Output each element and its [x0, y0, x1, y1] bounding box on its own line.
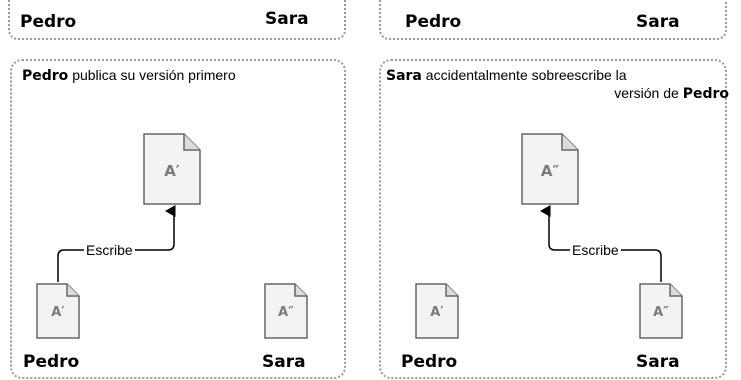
left-bottom-right-document-icon: A″: [263, 282, 309, 340]
left-top-strip-frame: [8, 0, 346, 40]
left-bottom-left-document-icon: A′: [35, 282, 81, 340]
left-center-document-icon: A′: [142, 132, 202, 206]
right-caption-line2: versión de Pedro: [614, 86, 729, 101]
left-panel-frame: [10, 59, 346, 379]
right-bottom-right-doc-label: A″: [653, 305, 669, 320]
left-caption-text: publica su versión primero: [72, 67, 236, 83]
right-top-name-sara: Sara: [636, 12, 680, 32]
left-caption: Pedro publica su versión primero: [22, 68, 236, 83]
left-bottom-name-pedro: Pedro: [23, 352, 80, 372]
left-top-name-sara: Sara: [265, 9, 309, 29]
document-icon: [36, 283, 80, 339]
left-write-label: Escribe: [84, 242, 135, 258]
left-caption-actor: Pedro: [22, 68, 69, 84]
document-icon: [639, 283, 683, 339]
right-bottom-left-doc-label: A′: [430, 305, 444, 320]
left-top-name-pedro: Pedro: [20, 12, 77, 32]
right-bottom-name-sara: Sara: [636, 352, 680, 372]
right-bottom-name-pedro: Pedro: [401, 352, 458, 372]
right-bottom-right-document-icon: A″: [638, 282, 684, 340]
left-bottom-name-sara: Sara: [262, 352, 306, 372]
right-top-strip-frame: [379, 0, 727, 40]
left-center-doc-label: A′: [164, 162, 180, 180]
right-write-label: Escribe: [570, 242, 621, 258]
right-caption-line2-text: versión de: [614, 85, 679, 101]
right-top-name-pedro: Pedro: [405, 12, 462, 32]
left-bottom-right-doc-label: A″: [278, 305, 294, 320]
right-caption-actor: Sara: [386, 68, 422, 84]
left-bottom-left-doc-label: A′: [51, 305, 65, 320]
document-icon: [521, 133, 579, 205]
right-caption-line1: Sara accidentalmente sobreescribe la: [386, 68, 627, 83]
document-icon: [415, 283, 459, 339]
right-center-document-icon: A″: [520, 132, 580, 206]
right-panel-frame: [379, 59, 727, 379]
right-center-doc-label: A″: [540, 162, 560, 180]
right-bottom-left-document-icon: A′: [414, 282, 460, 340]
right-caption-line1-text: accidentalmente sobreescribe la: [425, 67, 627, 83]
document-icon: [143, 133, 201, 205]
document-icon: [264, 283, 308, 339]
right-caption-line2-actor: Pedro: [682, 86, 729, 102]
